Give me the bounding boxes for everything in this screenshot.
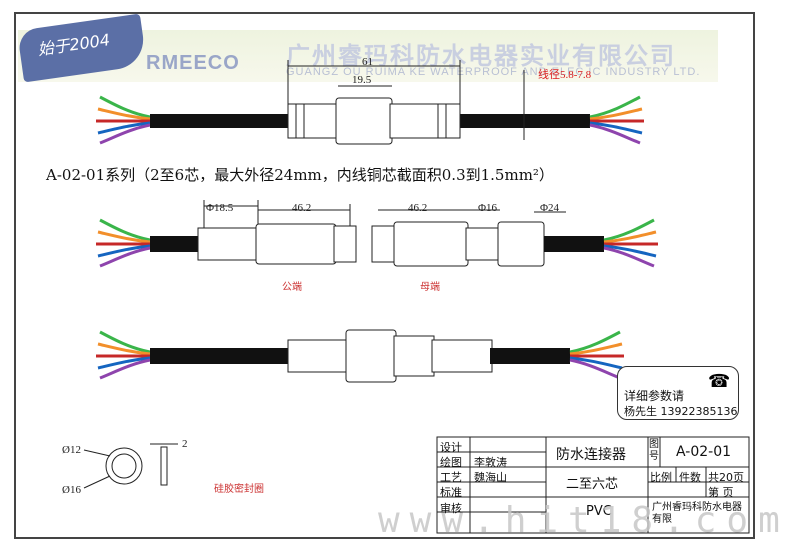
contact-line2: 杨先生 13922385136 xyxy=(624,405,738,418)
tb-process: 工艺 xyxy=(440,471,462,484)
seal-dim-outer: Ø16 xyxy=(62,484,81,496)
tb-core-desc: 二至六芯 xyxy=(566,477,619,492)
tb-total-pages: 共20页 xyxy=(708,471,744,484)
dim-total-length: 61 xyxy=(362,56,373,68)
connector-drawings xyxy=(83,60,750,534)
female-dim-diameter: Φ16 xyxy=(478,202,498,214)
seal-ring-drawing xyxy=(83,443,178,489)
tb-draw: 绘图 xyxy=(440,456,462,469)
male-dim-diameter: Φ18.5 xyxy=(206,202,234,214)
male-label: 公端 xyxy=(282,282,302,293)
female-dim-length: 46.2 xyxy=(408,202,428,214)
female-connector xyxy=(371,209,660,268)
tb-design: 设计 xyxy=(440,441,462,454)
watermark: www.hit18.com xyxy=(378,500,790,541)
tb-drawing-no-label: 图号 xyxy=(649,439,659,462)
company-name-en: GUANGZ OU RUIMA KE WATERPROOF AND ELEC I… xyxy=(286,66,701,78)
tb-product-name: 防水连接器 xyxy=(556,447,626,463)
dim-inner-length: 19.5 xyxy=(352,74,372,86)
tb-drawer: 李敦涛 xyxy=(474,456,507,469)
tb-processor: 魏海山 xyxy=(474,471,507,484)
tb-scale: 比例 xyxy=(650,471,672,484)
seal-dim-inner: Ø12 xyxy=(62,444,81,456)
brand-logo: RMEECO xyxy=(146,52,240,74)
company-name-cn: 广州睿玛科防水电器实业有限公司 xyxy=(286,42,676,70)
contact-box: ☎ 详细参数请 杨先生 13922385136 xyxy=(617,366,739,420)
tb-audit: 审核 xyxy=(440,502,462,515)
phone-icon: ☎ xyxy=(708,371,731,392)
assembled-connector-bottom xyxy=(94,329,626,383)
female-label: 母端 xyxy=(420,282,440,293)
wire-diameter-label: 线径5.8-7.8 xyxy=(538,69,592,81)
male-dim-length: 46.2 xyxy=(292,202,312,214)
seal-label: 硅胶密封圈 xyxy=(214,484,264,495)
male-connector xyxy=(94,200,357,268)
series-description: A-02-01系列（2至6芯，最大外径24mm，内线铜芯截面积0.3到1.5mm… xyxy=(46,166,554,184)
tb-standard: 标准 xyxy=(440,486,462,499)
tb-company-short: 广州睿玛科防水电器有限 xyxy=(652,502,742,525)
tb-drawing-no: A-02-01 xyxy=(676,444,732,460)
assembled-connector-top xyxy=(94,60,646,145)
tb-material: PVC xyxy=(586,504,612,519)
tb-qty: 件数 xyxy=(679,471,701,484)
seal-dim-thickness: 2 xyxy=(182,438,188,450)
title-block-grid xyxy=(436,436,750,534)
contact-line1: 详细参数请 xyxy=(624,389,685,403)
female-dim-nut: Φ24 xyxy=(540,202,560,214)
tb-page: 第 页 xyxy=(708,486,734,499)
